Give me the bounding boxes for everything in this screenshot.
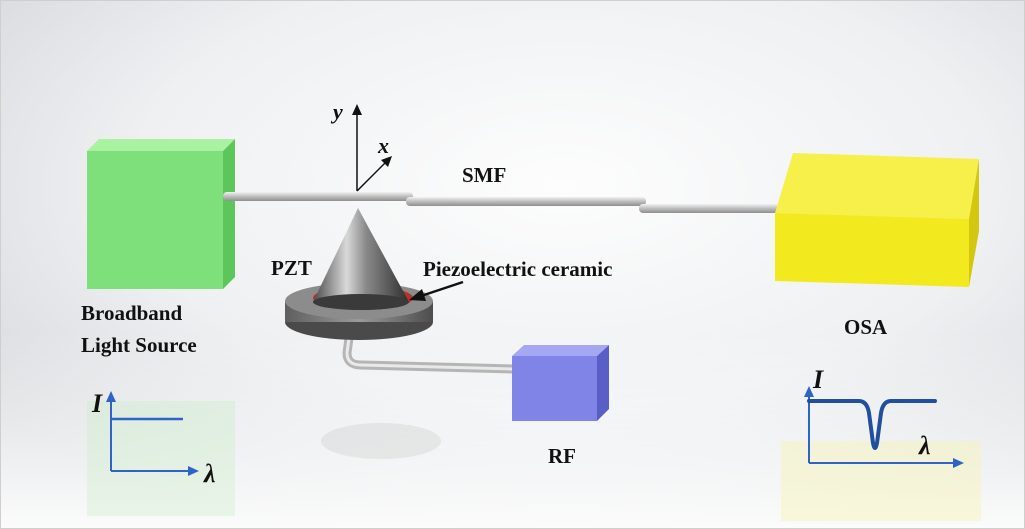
smf-label: SMF (462, 163, 507, 187)
osa-box (775, 153, 979, 287)
rf-label: RF (548, 444, 576, 468)
piezo-pointer-arrow (409, 280, 464, 301)
source-plot-ylabel: I (92, 389, 103, 418)
source-plot-xlabel: λ (204, 459, 216, 488)
broadband-source-label: Broadband Light Source (81, 297, 197, 361)
pzt-reflection (321, 423, 441, 459)
axis-x-label: x (378, 133, 389, 158)
rf-cable (342, 318, 518, 374)
osa-spectrum-line (807, 399, 937, 450)
osa-reflection (781, 441, 981, 521)
coordinate-axes (352, 104, 392, 192)
smf-fiber (223, 192, 781, 213)
osa-label: OSA (844, 315, 888, 339)
broadband-source-box (87, 139, 235, 289)
pzt-assembly (285, 208, 433, 340)
osa-plot-xlabel: λ (919, 431, 931, 460)
piezo-ceramic-label: Piezoelectric ceramic (423, 257, 613, 281)
osa-spectrum-plot (804, 386, 964, 468)
broadband-label-line2: Light Source (81, 333, 197, 357)
broadband-label-line1: Broadband (81, 301, 183, 325)
source-spectrum-plot (106, 391, 199, 476)
pzt-label: PZT (271, 256, 312, 280)
axis-y-label: y (333, 99, 343, 124)
rf-box (512, 345, 609, 421)
osa-plot-ylabel: I (813, 365, 824, 394)
pzt-cone (313, 208, 409, 302)
